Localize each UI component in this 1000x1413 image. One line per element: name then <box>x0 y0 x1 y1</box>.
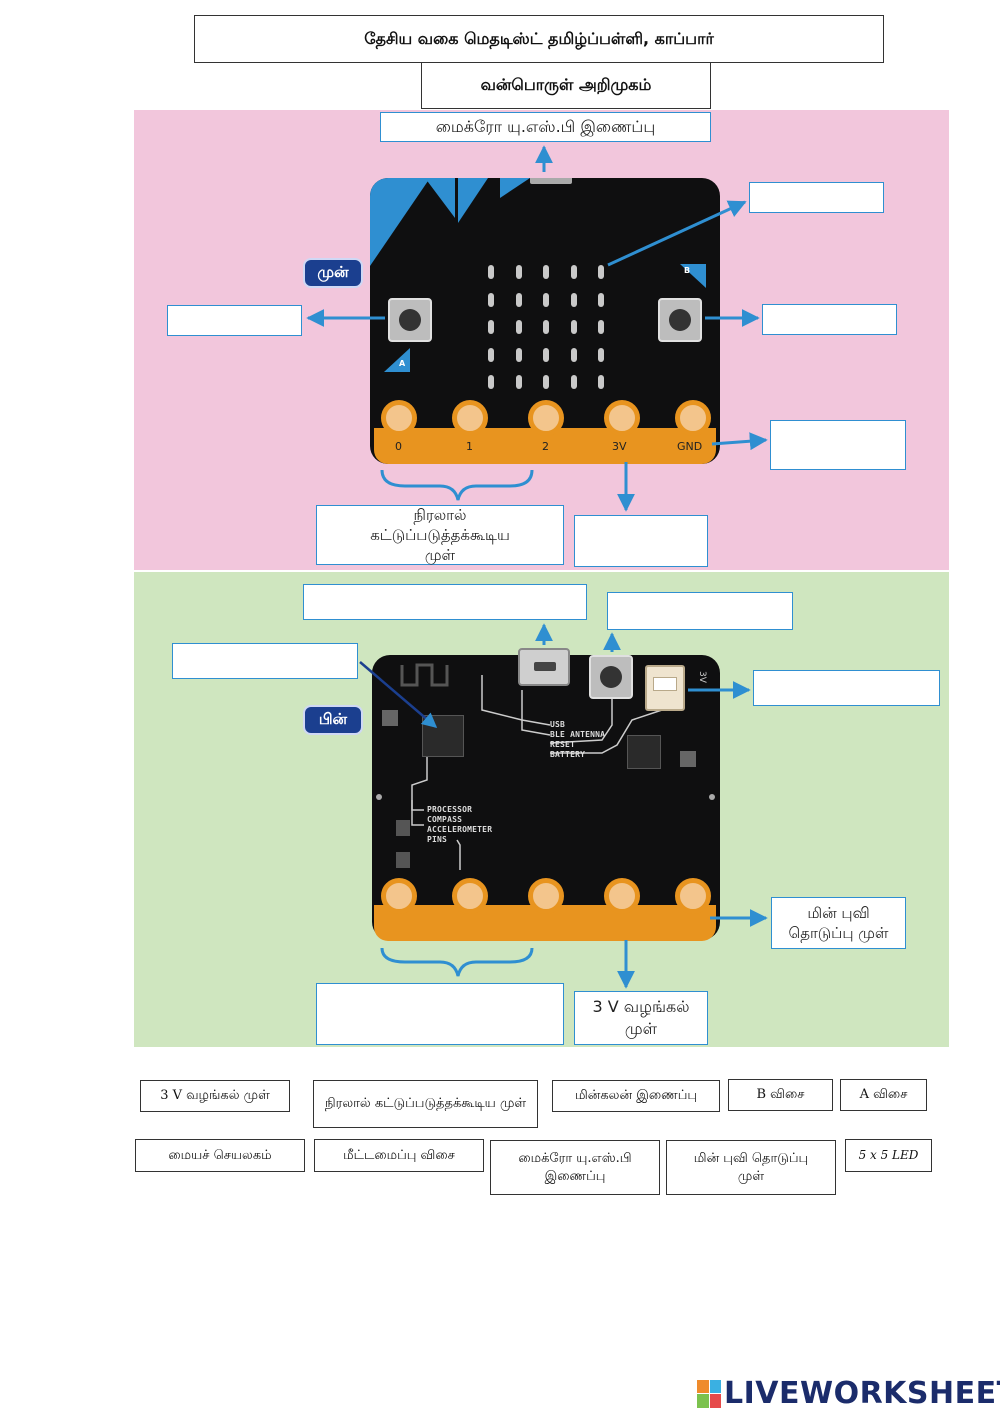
button-b-marker <box>680 264 706 288</box>
front-pin-pad-gnd <box>675 400 711 436</box>
arrow-led <box>607 200 747 267</box>
arrows-layer <box>306 145 768 989</box>
button-a-marker <box>384 348 410 372</box>
word-chip-programmable-pin[interactable]: நிரலால் கட்டுப்படுத்தக்கூடிய முள் <box>313 1080 538 1128</box>
back-pin-pad-5 <box>675 878 711 914</box>
ground-pin-label: மின் புவி தொடுப்பு முள் <box>771 897 906 949</box>
answer-box-led[interactable] <box>749 182 884 213</box>
answer-box-battery[interactable] <box>753 670 940 706</box>
front-board-decoration <box>370 178 530 266</box>
micro-usb-label: மைக்ரோ யு.எஸ்.பி இணைப்பு <box>380 112 711 142</box>
answer-box-reset[interactable] <box>607 592 793 630</box>
front-pin-pad-3v <box>604 400 640 436</box>
word-chip-a-button[interactable]: A விசை <box>840 1079 927 1111</box>
word-chip-reset-button[interactable]: மீட்டமைப்பு விசை <box>314 1139 484 1172</box>
secondary-chip <box>627 735 661 769</box>
answer-box-processor[interactable] <box>172 643 358 679</box>
back-board-traces <box>376 663 715 870</box>
front-pin-pad-1 <box>452 400 488 436</box>
topic-title: வன்பொருள் அறிமுகம் <box>421 62 711 109</box>
silk-ble-antenna: BLE ANTENNA <box>550 730 606 739</box>
silk-accelerometer: ACCELEROMETER <box>427 825 493 834</box>
answer-box-button-a[interactable] <box>167 305 302 336</box>
pin-label-1: 1 <box>466 440 473 453</box>
pin-label-gnd: GND <box>677 440 703 453</box>
answer-box-gnd[interactable] <box>770 420 906 470</box>
word-chip-b-button[interactable]: B விசை <box>728 1079 833 1111</box>
silk-battery: BATTERY <box>550 750 586 759</box>
battery-connector <box>645 665 685 711</box>
back-brace <box>380 947 534 977</box>
word-chip-battery-connector[interactable]: மின்கலன் இணைப்பு <box>552 1080 720 1112</box>
school-title: தேசிய வகை மெதடிஸ்ட் தமிழ்ப்பள்ளி, காப்பா… <box>194 15 884 63</box>
back-pin-pad-1 <box>381 878 417 914</box>
word-chip-ground-pin[interactable]: மின் புவி தொடுப்பு முள் <box>666 1140 836 1195</box>
answer-box-programmable-back[interactable] <box>316 983 564 1045</box>
front-badge: முன் <box>303 258 363 288</box>
button-a <box>388 298 432 342</box>
button-b <box>658 298 702 342</box>
lws-mark-icon <box>697 1379 721 1408</box>
back-pin-pad-3 <box>528 878 564 914</box>
led-matrix <box>488 265 608 389</box>
answer-box-usb-back[interactable] <box>303 584 587 620</box>
pin-label-3v: 3V <box>612 440 627 453</box>
word-chip-micro-usb[interactable]: மைக்ரோ யு.எஸ்.பி இணைப்பு <box>490 1140 660 1195</box>
usb-port <box>518 648 570 686</box>
back-pin-pad-4 <box>604 878 640 914</box>
back-badge: பின் <box>303 705 363 735</box>
power-pin-label: 3 V வழங்கல் முள் <box>574 991 708 1045</box>
arrow-processor <box>359 661 438 728</box>
silk-compass: COMPASS <box>427 815 463 824</box>
front-pin-pad-2 <box>528 400 564 436</box>
answer-box-button-b[interactable] <box>762 304 897 335</box>
silk-reset: RESET <box>550 740 576 749</box>
pin-label-0: 0 <box>395 440 402 453</box>
silk-processor: PROCESSOR <box>427 805 473 814</box>
front-brace <box>380 469 534 501</box>
programmable-pins-label: நிரலால் கட்டுப்படுத்தக்கூடிய முள் <box>316 505 564 565</box>
silk-pins: PINS <box>427 835 448 844</box>
button-a-letter: A <box>399 359 406 368</box>
pin-label-2: 2 <box>542 440 549 453</box>
back-pin-pad-2 <box>452 878 488 914</box>
word-chip-3v-power-pin[interactable]: 3 V வழங்கல் முள் <box>140 1080 290 1112</box>
silk-usb: USB <box>550 720 566 729</box>
word-chip-led-matrix[interactable]: 5 x 5 LED <box>845 1139 932 1172</box>
liveworksheets-logo: LIVEWORKSHEETS <box>697 1376 1000 1411</box>
liveworksheets-wordmark: LIVEWORKSHEETS <box>724 1376 1000 1411</box>
button-b-letter: B <box>684 266 691 275</box>
arrow-gnd <box>711 432 768 451</box>
front-pin-pad-0 <box>381 400 417 436</box>
word-chip-processor[interactable]: மையச் செயலகம் <box>135 1139 305 1172</box>
answer-box-3v-front[interactable] <box>574 515 708 567</box>
reset-button <box>589 655 633 699</box>
